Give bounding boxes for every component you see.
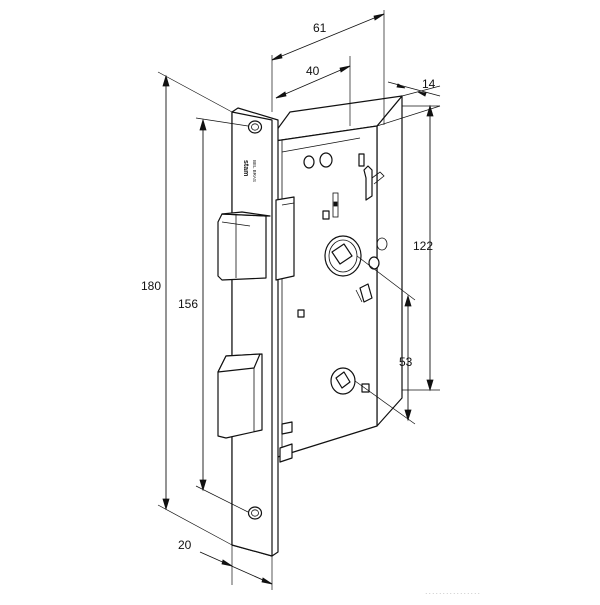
dimension-156: 156 (178, 117, 249, 513)
case-front-face (267, 125, 378, 461)
case-side-face (376, 95, 403, 427)
dimension-20-label: 20 (178, 538, 192, 552)
brand-sub-text: BEL BRAS (252, 160, 257, 182)
watermark: ................ (425, 586, 481, 596)
dimension-53-label: 53 (399, 355, 413, 369)
latch-bolt (217, 196, 295, 281)
dimension-122: 122 (402, 104, 440, 392)
case-details (279, 152, 388, 463)
dimension-122-label: 122 (413, 239, 433, 253)
dimension-61: 61 (271, 10, 385, 125)
dimension-40-label: 40 (306, 64, 320, 78)
faceplate-front (231, 111, 273, 557)
dimension-53: 53 (354, 255, 416, 425)
dimension-20: 20 (178, 538, 273, 590)
brand-logo-text: stam (242, 160, 249, 176)
deadbolt (217, 353, 263, 439)
follower-square (331, 243, 353, 265)
dimension-180: 180 (141, 71, 233, 546)
dimension-180-label: 180 (141, 279, 161, 293)
dimension-14: 14 (376, 77, 441, 127)
lock-case (267, 95, 403, 461)
dimension-40: 40 (275, 56, 351, 126)
dimension-61-label: 61 (313, 21, 327, 35)
top-screw-hole (247, 120, 263, 134)
dimension-156-label: 156 (178, 297, 198, 311)
brand-logo: stam BEL BRAS (242, 160, 257, 182)
bottom-screw-hole (247, 506, 263, 520)
dimension-14-label: 14 (422, 77, 436, 91)
